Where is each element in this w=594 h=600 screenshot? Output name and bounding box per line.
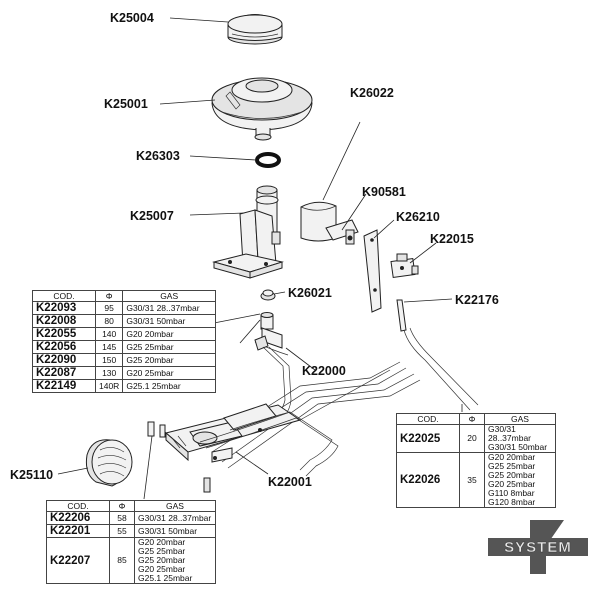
label-k26022: K26022 [350, 86, 394, 100]
logo-mark [530, 520, 564, 574]
label-k22000: K22000 [302, 364, 346, 378]
label-k26021: K26021 [288, 286, 332, 300]
label-k90581: K90581 [362, 185, 406, 199]
injector [260, 289, 276, 301]
header-phi: Φ [109, 500, 135, 512]
burner-head [211, 77, 313, 141]
logo-text: SYSTEM [504, 539, 572, 556]
label-k25001: K25001 [104, 97, 148, 111]
system-logo: SYSTEM [486, 516, 590, 578]
label-k25004: K25004 [110, 11, 154, 25]
pilot-burner [390, 253, 419, 279]
label-k22015: K22015 [430, 232, 474, 246]
burner-body [212, 185, 284, 279]
table-header: COD. Φ GAS [46, 500, 216, 512]
table-header: COD. Φ GAS [396, 413, 556, 425]
pilot-support [363, 229, 382, 313]
label-k26303: K26303 [136, 149, 180, 163]
header-phi: Φ [94, 290, 124, 302]
label-k22176: K22176 [455, 293, 499, 307]
header-cod: COD. [46, 500, 110, 512]
header-cod: COD. [396, 413, 460, 425]
header-gas: GAS [484, 413, 556, 425]
table-header: COD. Φ GAS [32, 290, 216, 302]
control-knob [85, 439, 133, 487]
leader-lines [57, 17, 463, 500]
gas-tap-assembly [147, 403, 339, 493]
label-k25007: K25007 [130, 209, 174, 223]
header-gas: GAS [122, 290, 216, 302]
nozzle-holder [254, 312, 289, 356]
label-k26210: K26210 [396, 210, 440, 224]
burner-cap [227, 14, 283, 45]
logo-band [488, 538, 588, 556]
header-gas: GAS [134, 500, 216, 512]
header-phi: Φ [459, 413, 485, 425]
label-k22001: K22001 [268, 475, 312, 489]
o-ring [255, 152, 281, 168]
header-cod: COD. [32, 290, 96, 302]
label-k25110: K25110 [10, 468, 53, 482]
thermocouple [396, 299, 479, 411]
